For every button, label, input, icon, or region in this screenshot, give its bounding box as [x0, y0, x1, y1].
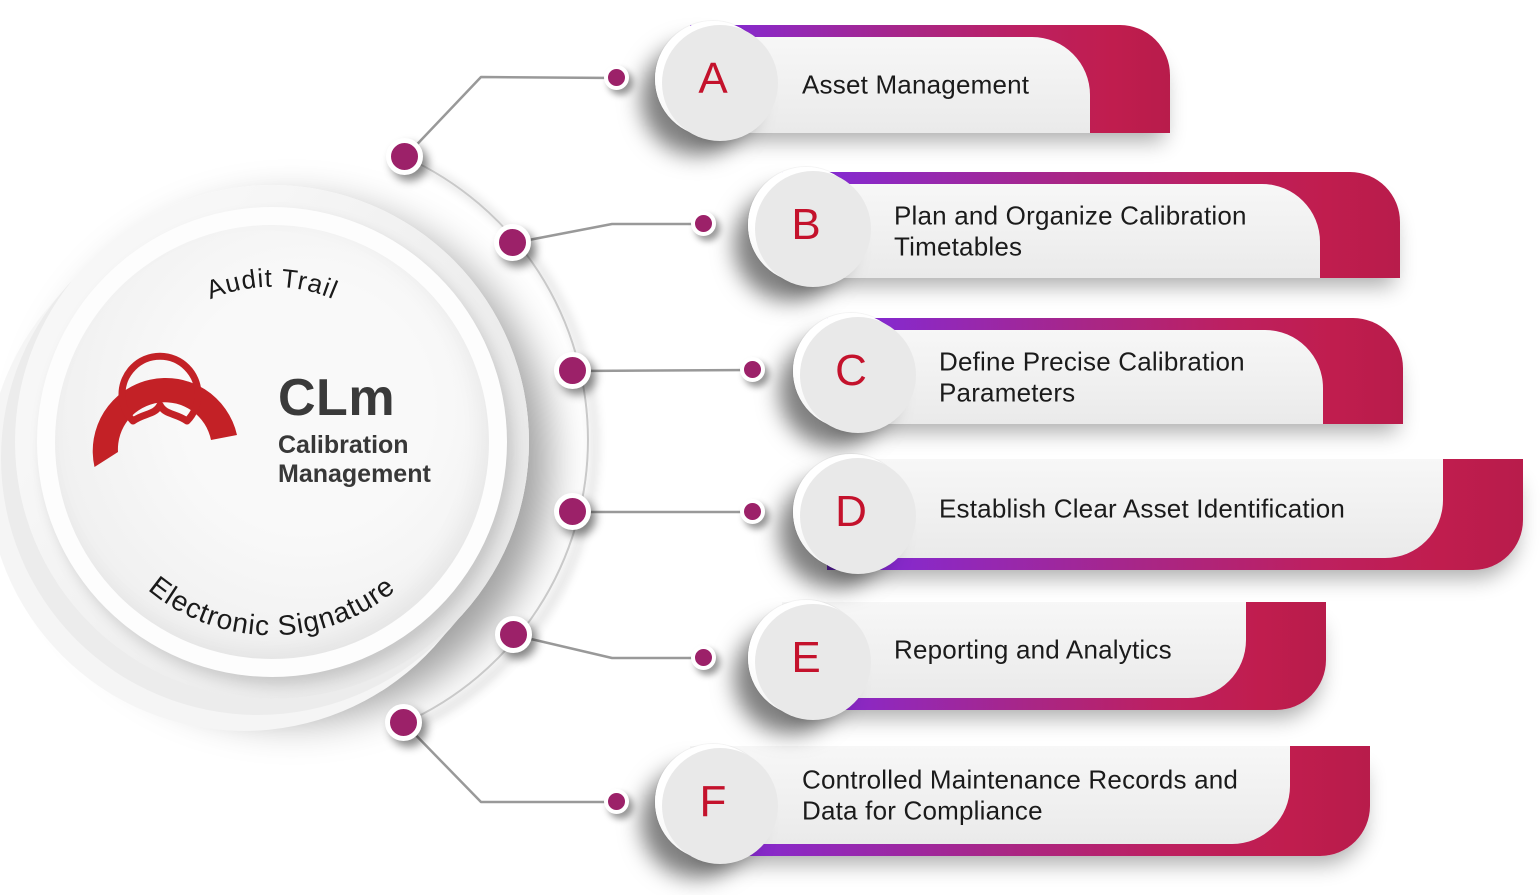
letter-circle-c: C	[793, 313, 916, 433]
letter-circle-e: E	[748, 600, 871, 720]
connector-line-f	[403, 722, 617, 804]
letter-circle-a: A	[655, 21, 778, 141]
banner-label: Asset Management	[802, 69, 1030, 100]
banner-label: Controlled Maintenance Records and Data …	[802, 764, 1239, 825]
node-dot-a	[386, 138, 423, 175]
letter-b: B	[791, 200, 821, 249]
letter-circle-d: D	[793, 454, 916, 574]
banner-label: Reporting and Analytics	[894, 634, 1172, 665]
banner-panel: Plan and Organize Calibration Timetables	[782, 184, 1320, 278]
node-dot-c	[554, 352, 591, 389]
end-dot-d	[740, 499, 765, 524]
banner-label: Establish Clear Asset Identification	[939, 493, 1346, 524]
banner-panel: Controlled Maintenance Records and Data …	[690, 746, 1290, 844]
end-dot-a	[604, 65, 629, 90]
hub-subtitle: Calibration Management	[278, 431, 431, 489]
hub-text-block: CLm Calibration Management	[278, 372, 431, 489]
banner-panel: Establish Clear Asset Identification	[827, 459, 1443, 558]
letter-circle-f: F	[655, 744, 778, 864]
end-dot-f	[604, 789, 629, 814]
hub-subtitle-line2: Management	[278, 460, 431, 488]
banner-plan-organize: Plan and Organize Calibration Timetables	[782, 172, 1400, 278]
node-dot-b	[494, 224, 531, 261]
letter-c: C	[835, 346, 867, 395]
letter-a: A	[698, 54, 728, 103]
end-dot-c	[740, 357, 765, 382]
banner-label: Plan and Organize Calibration Timetables	[894, 200, 1247, 261]
end-dot-b	[691, 211, 716, 236]
connector-line-b	[512, 222, 704, 245]
connector-line-a	[404, 75, 618, 158]
node-dot-d	[554, 493, 591, 530]
end-dot-e	[691, 645, 716, 670]
letter-e: E	[791, 633, 821, 682]
banner-maintenance-records: Controlled Maintenance Records and Data …	[690, 746, 1370, 856]
hub-acronym: CLm	[278, 369, 396, 427]
connector-line-c	[572, 368, 754, 373]
letter-circle-b: B	[748, 167, 871, 287]
connector-line-e	[513, 633, 704, 660]
banner-asset-identification: Establish Clear Asset Identification	[827, 459, 1523, 570]
hub-subtitle-line1: Calibration	[278, 431, 409, 459]
banner-label: Define Precise Calibration Parameters	[939, 346, 1245, 407]
node-dot-e	[495, 616, 532, 653]
node-dot-f	[385, 704, 422, 741]
letter-f: F	[699, 777, 727, 826]
letter-d: D	[835, 487, 867, 536]
